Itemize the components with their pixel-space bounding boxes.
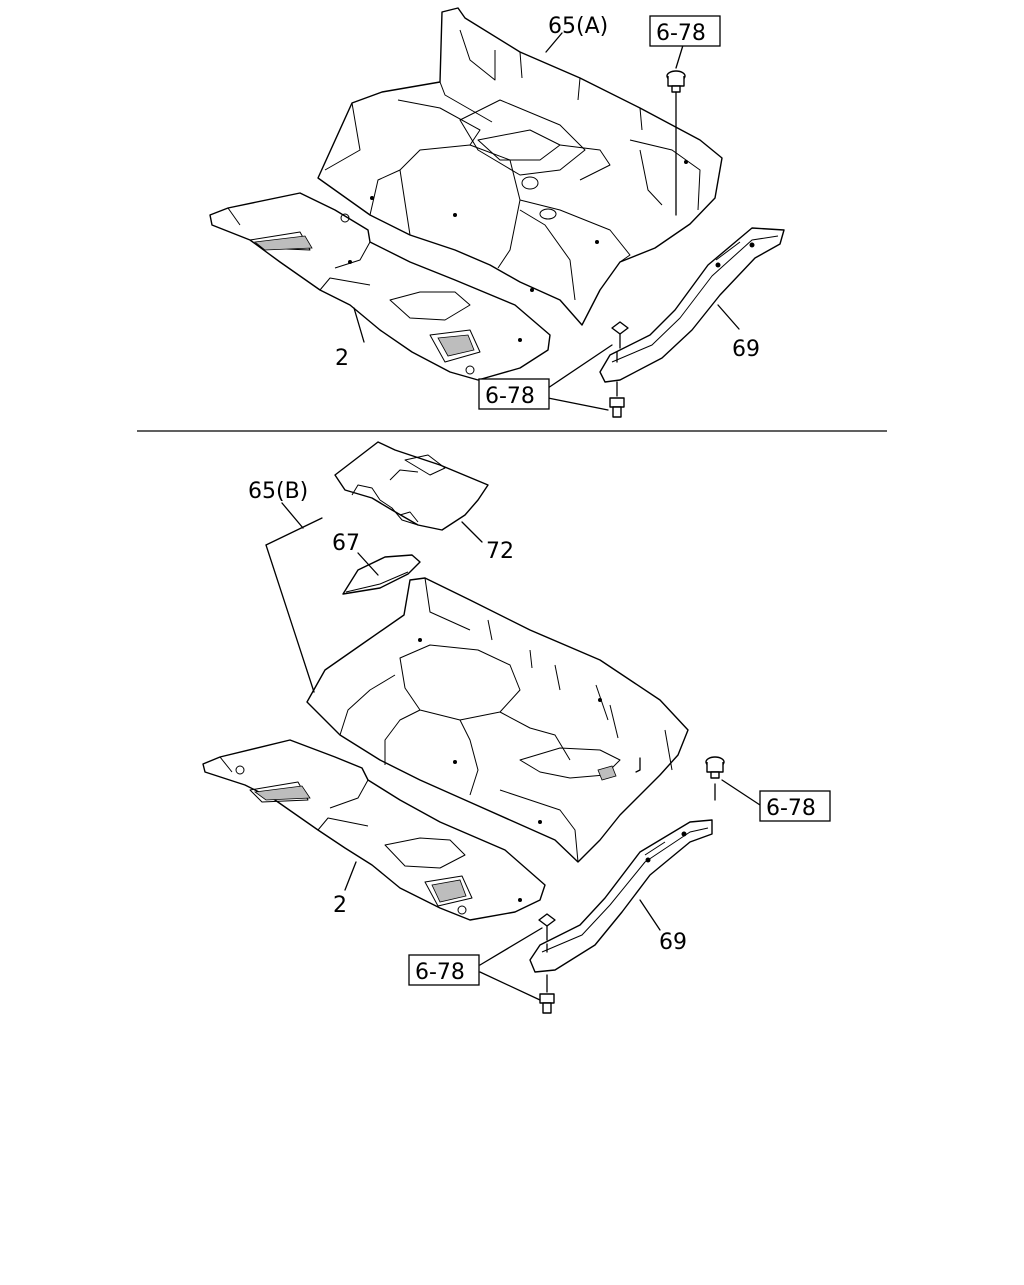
clip-bottom-right (705, 756, 725, 779)
screw-bottom-lower (538, 913, 556, 941)
top-assembly: 65(A) 6-78 2 69 6-78 (209, 7, 785, 418)
mat-part-2-bottom (202, 739, 546, 921)
trim-part-69-top (599, 227, 785, 383)
label-69-bottom: 69 (659, 930, 687, 955)
ref-bottom-right: 6-78 (766, 796, 816, 821)
label-67: 67 (332, 531, 360, 556)
clip-top-bottom (609, 397, 625, 418)
clip-top-upper (666, 70, 686, 93)
mat-part-2-top (209, 192, 551, 381)
pad-part-72 (334, 441, 489, 531)
carpet-65b (306, 577, 689, 863)
label-2-bottom: 2 (333, 893, 347, 918)
label-69-top: 69 (732, 337, 760, 362)
clip-bottom-bottom (539, 993, 555, 1014)
screw-top-lower (611, 321, 629, 349)
ref-box-top-upper (649, 15, 721, 47)
label-72: 72 (486, 539, 514, 564)
ref-top-upper: 6-78 (656, 21, 706, 46)
label-65a: 65(A) (548, 14, 608, 39)
ref-box-bottom-right (759, 790, 831, 822)
bottom-assembly: 65(B) 67 72 6-78 2 69 6-78 (202, 441, 831, 1014)
label-65b: 65(B) (248, 479, 308, 504)
ref-top-lower: 6-78 (485, 384, 535, 409)
carpet-65a (317, 7, 723, 326)
trim-part-69-bottom (529, 819, 713, 973)
label-2-top: 2 (335, 346, 349, 371)
ref-bottom-lower: 6-78 (415, 960, 465, 985)
pad-part-67 (342, 554, 421, 595)
ref-box-bottom-lower (408, 954, 480, 986)
ref-box-top-lower (478, 378, 550, 410)
